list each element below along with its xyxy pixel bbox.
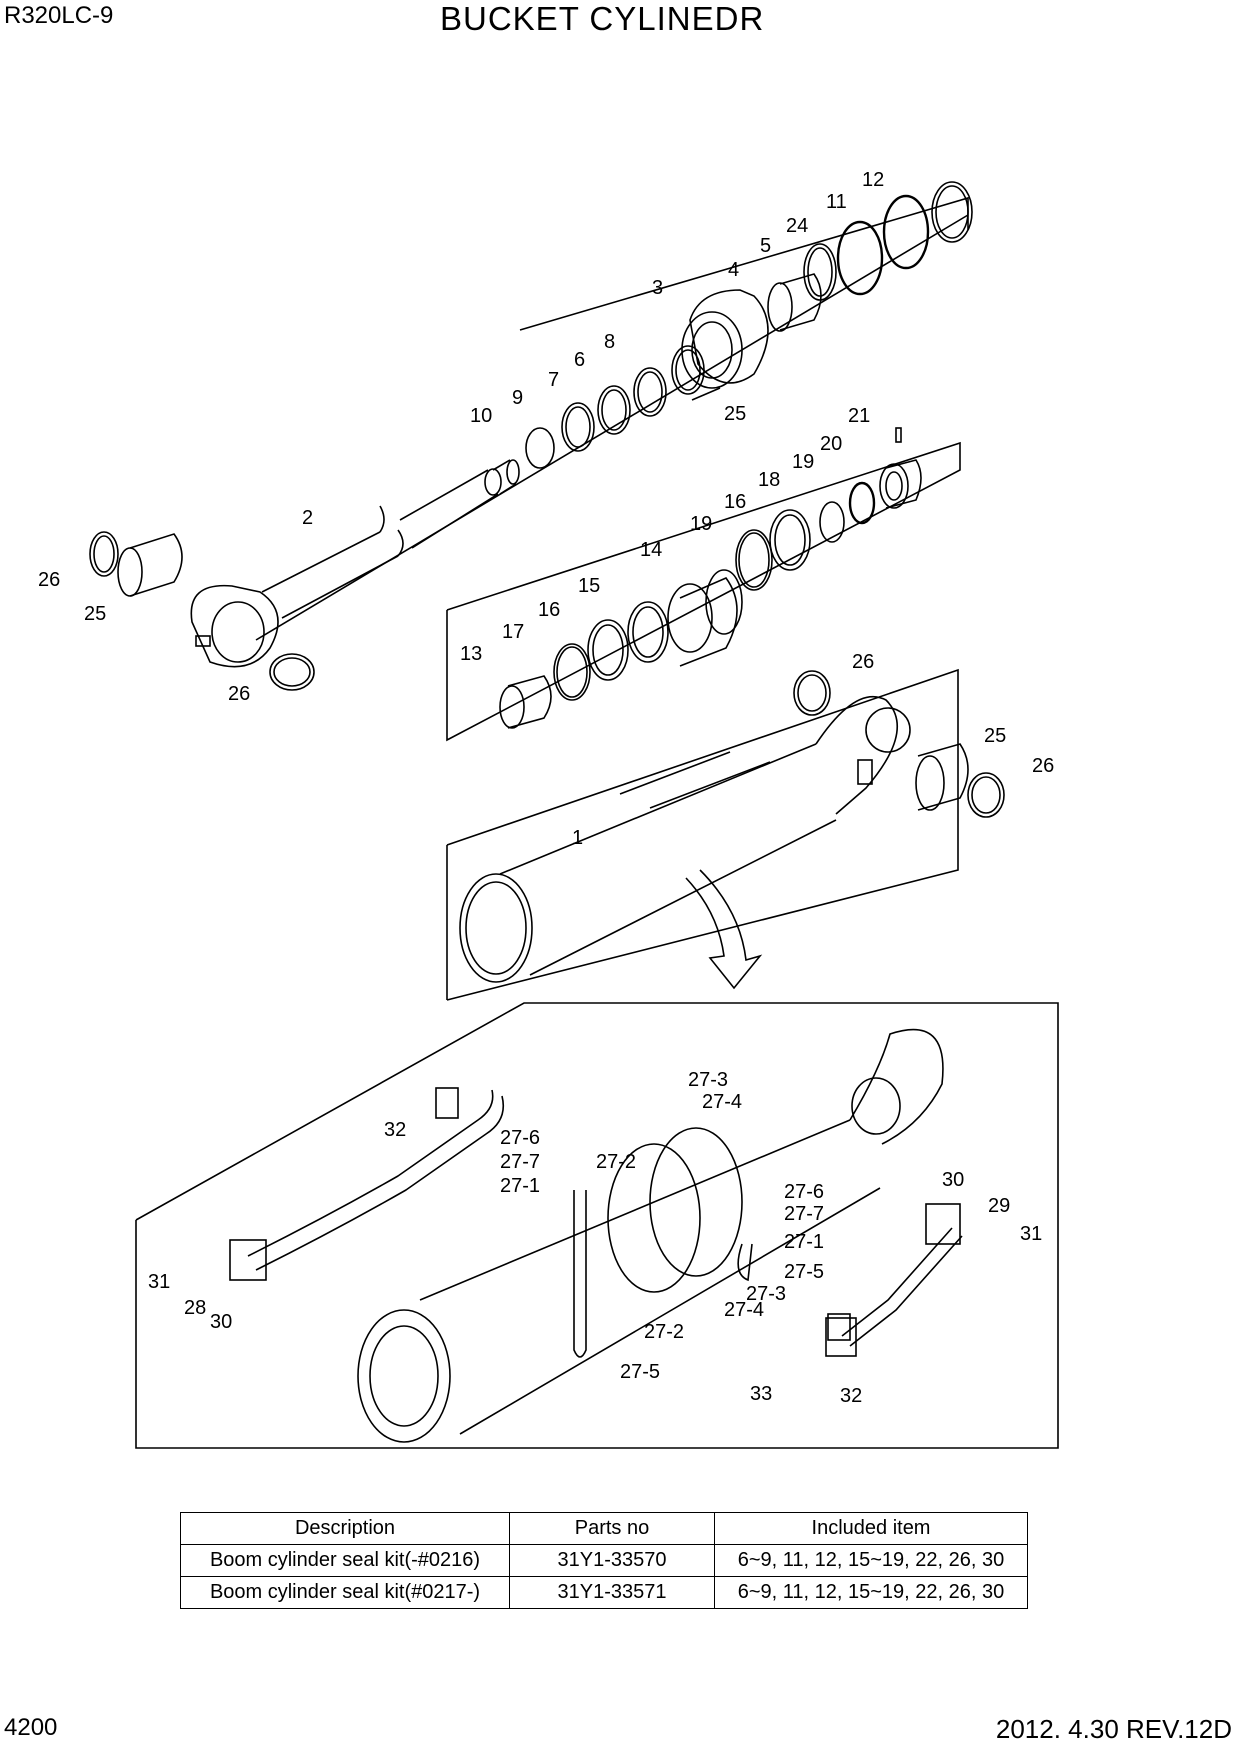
callout-label: 24: [786, 215, 808, 237]
callout-label: 3: [652, 277, 663, 299]
callout-label: 5: [760, 235, 771, 257]
callout-label: 1: [572, 827, 583, 849]
callout-label: 27-5: [784, 1261, 824, 1283]
page-number: 4200: [4, 1714, 58, 1741]
callout-label: 6: [574, 349, 585, 371]
callout-label: 17: [502, 621, 524, 643]
callout-label: 28: [184, 1297, 206, 1319]
model-code: R320LC-9: [4, 2, 114, 29]
callout-label: 31: [148, 1271, 170, 1293]
callout-label: 27-7: [500, 1151, 540, 1173]
callout-label: 25: [724, 403, 746, 425]
table-header: Parts no: [509, 1512, 715, 1545]
callout-label: 13: [460, 643, 482, 665]
callout-label: 9: [512, 387, 523, 409]
table-header-row: Description Parts no Included item: [180, 1512, 1028, 1545]
callout-label: 27-5: [620, 1361, 660, 1383]
tube-end-rings: [793, 670, 1005, 818]
table-cell: Boom cylinder seal kit(#0217-): [180, 1576, 510, 1609]
rod-cover-rings: [767, 181, 973, 332]
callout-label: 31: [1020, 1223, 1042, 1245]
callout-label: 33: [750, 1383, 772, 1405]
callout-label: 7: [548, 369, 559, 391]
panel-piston: [446, 441, 961, 742]
callout-label: 2: [302, 507, 313, 529]
callout-labels: 12 11 24 5 4 3 8 6 7 9 10 25 21 20 19 18…: [38, 169, 1054, 1407]
piston-parts: [499, 427, 922, 729]
callout-label: 25: [984, 725, 1006, 747]
rod-seals: [525, 345, 705, 469]
table-cell: 6~9, 11, 12, 15~19, 22, 26, 30: [714, 1576, 1028, 1609]
detail-u-bolts: [573, 1190, 753, 1358]
detail-hoses: [229, 1087, 963, 1357]
callout-label: 27-1: [784, 1231, 824, 1253]
revision-date: 2012. 4.30 REV.12D: [995, 1714, 1232, 1744]
piston-rod: [190, 459, 520, 668]
table-row: Boom cylinder seal kit(#0217-) 31Y1-3357…: [180, 1576, 1028, 1609]
callout-label: 26: [38, 569, 60, 591]
callout-label: 27-2: [596, 1151, 636, 1173]
callout-label: 29: [988, 1195, 1010, 1217]
callout-label: 26: [228, 683, 250, 705]
rod-cover: [681, 289, 769, 401]
page-title: BUCKET CYLINEDR: [440, 0, 765, 37]
callout-label: 32: [384, 1119, 406, 1141]
callout-label: 30: [942, 1169, 964, 1191]
callout-label: 10: [470, 405, 492, 427]
detail-arrow: [685, 869, 763, 990]
table-header: Included item: [714, 1512, 1028, 1545]
callout-label: 14: [640, 539, 662, 561]
callout-label: 4: [728, 259, 739, 281]
callout-label: 27-1: [500, 1175, 540, 1197]
callout-label: 32: [840, 1385, 862, 1407]
table-cell: Boom cylinder seal kit(-#0216): [180, 1544, 510, 1577]
detail-cylinder: [357, 1028, 944, 1443]
panel-tube: [446, 668, 959, 1001]
callout-label: 30: [210, 1311, 232, 1333]
callout-label: 8: [604, 331, 615, 353]
callout-label: 25: [84, 603, 106, 625]
callout-label: 27-3: [688, 1069, 728, 1091]
callout-label: 20: [820, 433, 842, 455]
seal-kit-table: Description Parts no Included item Boom …: [180, 1512, 1028, 1609]
table-cell: 31Y1-33570: [509, 1544, 715, 1577]
callout-label: 26: [1032, 755, 1054, 777]
callout-label: 27-6: [784, 1181, 824, 1203]
callout-label: 27-3: [746, 1283, 786, 1305]
callout-label: 15: [578, 575, 600, 597]
callout-label: 16: [724, 491, 746, 513]
table-cell: 31Y1-33571: [509, 1576, 715, 1609]
callout-label: 11: [826, 191, 847, 213]
table-row: Boom cylinder seal kit(-#0216) 31Y1-3357…: [180, 1544, 1028, 1577]
callout-label: 27-7: [784, 1203, 824, 1225]
rod-eye-rings: [89, 531, 315, 691]
callout-label: 18: [758, 469, 780, 491]
callout-label: 26: [852, 651, 874, 673]
callout-label: 19: [690, 513, 712, 535]
callout-label: 16: [538, 599, 560, 621]
panel-detail: [135, 1002, 1059, 1449]
callout-label: 19: [792, 451, 814, 473]
table-header: Description: [180, 1512, 510, 1545]
callout-label: 21: [848, 405, 870, 427]
table-cell: 6~9, 11, 12, 15~19, 22, 26, 30: [714, 1544, 1028, 1577]
cylinder-tube: [459, 695, 911, 983]
callout-label: 27-4: [724, 1299, 764, 1321]
callout-label: 12: [862, 169, 884, 191]
callout-label: 27-4: [702, 1091, 742, 1113]
callout-label: 27-2: [644, 1321, 684, 1343]
callout-label: 27-6: [500, 1127, 540, 1149]
